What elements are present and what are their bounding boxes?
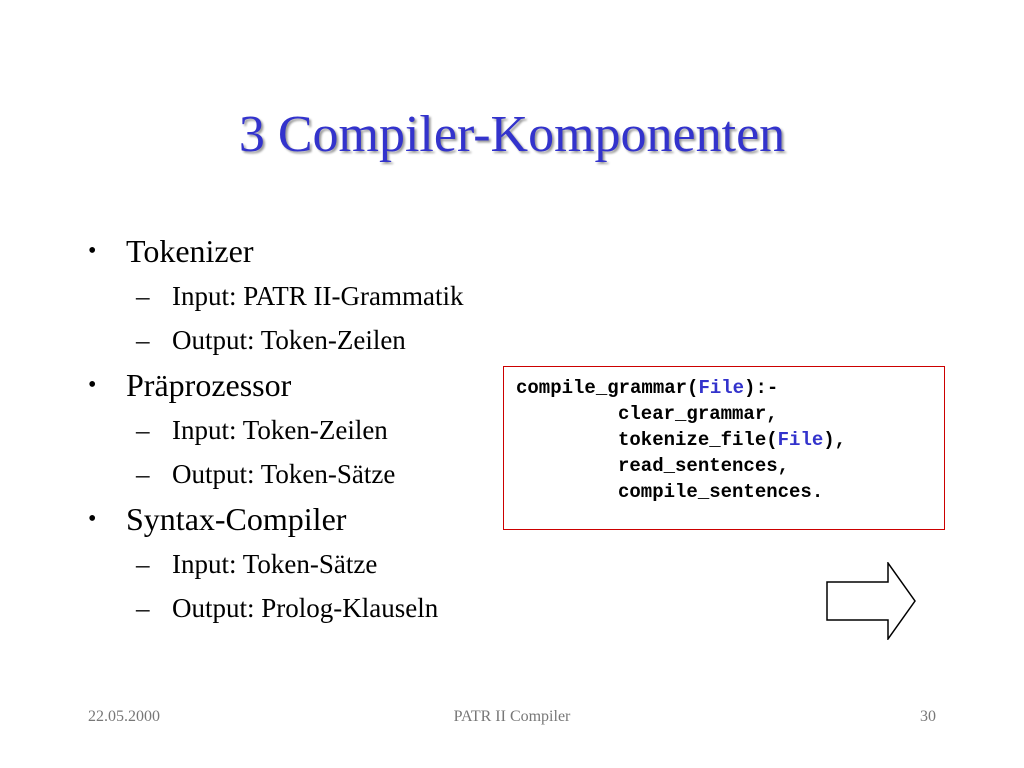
sub-bullet-text: Input: Token-Sätze	[172, 549, 378, 579]
slide-title: 3 Compiler-Komponenten	[238, 106, 786, 163]
bullet-text: Syntax-Compiler	[126, 501, 347, 537]
sub-bullet-marker: –	[136, 415, 150, 445]
sub-bullet-marker: –	[136, 325, 150, 355]
bullet-list: • Tokenizer – Input: PATR II-Grammatik –…	[84, 228, 524, 630]
footer-title: PATR II Compiler	[453, 708, 571, 725]
sub-bullet-text: Output: Token-Zeilen	[172, 325, 406, 355]
sub-bullet-text: Output: Token-Sätze	[172, 459, 396, 489]
code-line: clear_grammar,	[516, 401, 944, 427]
code-text: read_sentences,	[618, 455, 790, 477]
bullet-text: Tokenizer	[126, 233, 254, 269]
code-box: compile_grammar(File):- clear_grammar, t…	[503, 366, 945, 530]
code-line: compile_grammar(File):-	[516, 375, 944, 401]
bullet-marker: •	[88, 238, 97, 264]
slide-number: 30	[920, 708, 936, 725]
right-arrow-icon	[826, 562, 916, 640]
sub-bullet-item: – Output: Token-Zeilen	[84, 318, 524, 362]
sub-bullet-marker: –	[136, 593, 150, 623]
sub-bullet-text: Input: Token-Zeilen	[172, 415, 388, 445]
sub-bullet-item: – Input: PATR II-Grammatik	[84, 274, 524, 318]
code-keyword: File	[777, 429, 824, 451]
code-text: clear_grammar,	[618, 403, 778, 425]
code-text: ):-	[744, 377, 779, 399]
code-line: compile_sentences.	[516, 479, 944, 505]
sub-bullet-marker: –	[136, 549, 150, 579]
sub-bullet-item: – Input: Token-Sätze	[84, 542, 524, 586]
code-text: compile_sentences.	[618, 481, 824, 503]
code-line: tokenize_file(File),	[516, 427, 944, 453]
sub-bullet-marker: –	[136, 459, 150, 489]
footer-date: 22.05.2000	[88, 708, 160, 725]
bullet-marker: •	[88, 506, 97, 532]
sub-bullet-marker: –	[136, 281, 150, 311]
bullet-item: • Tokenizer	[84, 228, 524, 274]
bullet-text: Präprozessor	[126, 367, 292, 403]
code-text: tokenize_file(	[618, 429, 778, 451]
code-keyword: File	[698, 377, 745, 399]
bullet-item: • Präprozessor	[84, 362, 524, 408]
code-text: compile_grammar(	[516, 377, 699, 399]
bullet-marker: •	[88, 372, 97, 398]
sub-bullet-item: – Output: Prolog-Klauseln	[84, 586, 524, 630]
bullet-item: • Syntax-Compiler	[84, 496, 524, 542]
code-text: ),	[823, 429, 847, 451]
code-line: read_sentences,	[516, 453, 944, 479]
sub-bullet-text: Output: Prolog-Klauseln	[172, 593, 439, 623]
sub-bullet-item: – Output: Token-Sätze	[84, 452, 524, 496]
sub-bullet-text: Input: PATR II-Grammatik	[172, 281, 464, 311]
sub-bullet-item: – Input: Token-Zeilen	[84, 408, 524, 452]
